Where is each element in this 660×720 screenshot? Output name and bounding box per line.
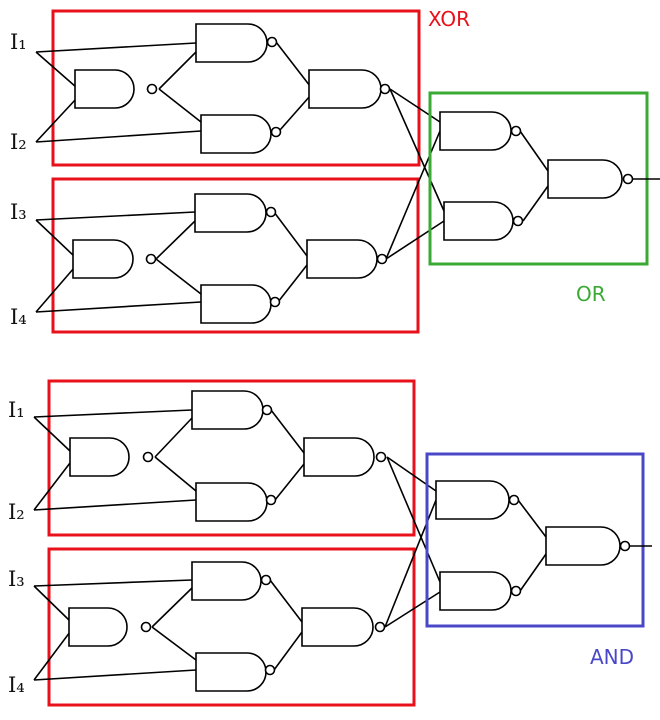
top-circuit: XOR I₁ I₂ [10,7,660,334]
xor-block-4-box [47,547,416,707]
xor-block-3-box [47,379,416,537]
and-block-label: AND [590,645,634,669]
input-label-i2: I₂ [8,500,25,524]
input-label-i3: I₃ [8,567,25,591]
nand-gate [303,437,387,477]
nand-gate [191,561,272,601]
input-label-i3: I₃ [10,200,27,224]
or-block-wires [519,130,660,222]
xor-block-1-wires [35,41,445,212]
xor-block-2-box [51,177,420,334]
input-label-i4: I₄ [8,673,25,697]
nand-gate [191,390,273,430]
nand-gate [68,607,152,647]
xor-block-3-wires [33,409,441,583]
nand-gate [301,607,386,647]
input-label-i2: I₂ [10,130,27,154]
nand-gate [439,571,522,611]
xor-block-1-box [51,9,421,167]
input-label-i4: I₄ [10,305,27,329]
or-block-label: OR [576,282,606,306]
nand-gate [69,437,154,477]
nand-gate [74,69,158,109]
nand-gate [435,480,520,520]
xor-block-4-wires [33,499,441,681]
bottom-circuit: I₁ I₂ I₃ [8,379,652,707]
nand-gate [195,23,278,63]
nand-gate [439,111,522,151]
nand-gate [195,652,276,692]
xor-block-1-label: XOR [428,7,470,31]
nand-gate [194,193,277,233]
nand-gate [72,239,157,279]
nand-gate [200,114,282,154]
nand-gate [308,69,391,109]
nand-gate [545,526,631,566]
nand-gate [443,201,524,241]
nand-gate [547,159,634,199]
nand-gate [306,239,388,279]
input-label-i1: I₁ [10,30,27,54]
and-block-wires [517,499,652,592]
input-label-i1: I₁ [8,398,25,422]
and-block-box [425,452,645,628]
nand-gate [195,482,277,522]
nand-gate [200,284,281,324]
